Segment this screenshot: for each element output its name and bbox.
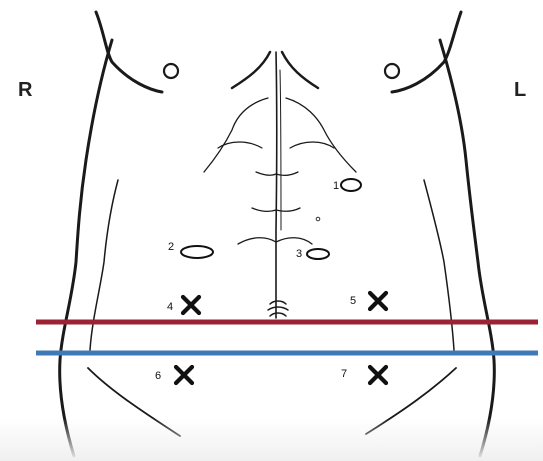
midline-double: [280, 70, 281, 230]
site-5-number: 5: [350, 296, 356, 307]
right-torso-side: [60, 40, 112, 456]
bottom-fade: [0, 418, 543, 461]
right-pec-line: [204, 98, 268, 172]
left-pec-line: [286, 98, 356, 172]
clavicle-left: [282, 52, 318, 88]
abs-line-3: [238, 238, 312, 244]
left-nipple: [385, 64, 399, 78]
midline: [276, 52, 277, 318]
left-side-label: L: [514, 79, 526, 102]
site-2-marker: [181, 246, 213, 258]
site-3-marker: [307, 249, 329, 259]
site-7-number: 7: [341, 369, 347, 380]
site-1-number: 1: [333, 181, 339, 192]
right-nipple: [164, 64, 178, 78]
site-5-marker: [370, 293, 386, 309]
right-neck-line: [96, 12, 162, 92]
left-torso-side: [440, 40, 494, 456]
site-2-number: 2: [168, 242, 174, 253]
site-3-number: 3: [296, 249, 302, 260]
site-4-marker: [183, 297, 199, 313]
site-6-number: 6: [155, 371, 161, 382]
clavicle-right: [232, 52, 270, 88]
site-4-number: 4: [167, 302, 173, 313]
left-rib-line: [290, 142, 334, 148]
umbilicus: [268, 301, 288, 316]
right-side-label: R: [18, 79, 32, 102]
site-7-marker: [370, 367, 386, 383]
site-1-marker: [341, 179, 361, 191]
reference-dot: [316, 217, 320, 221]
site-6-marker: [176, 367, 192, 383]
